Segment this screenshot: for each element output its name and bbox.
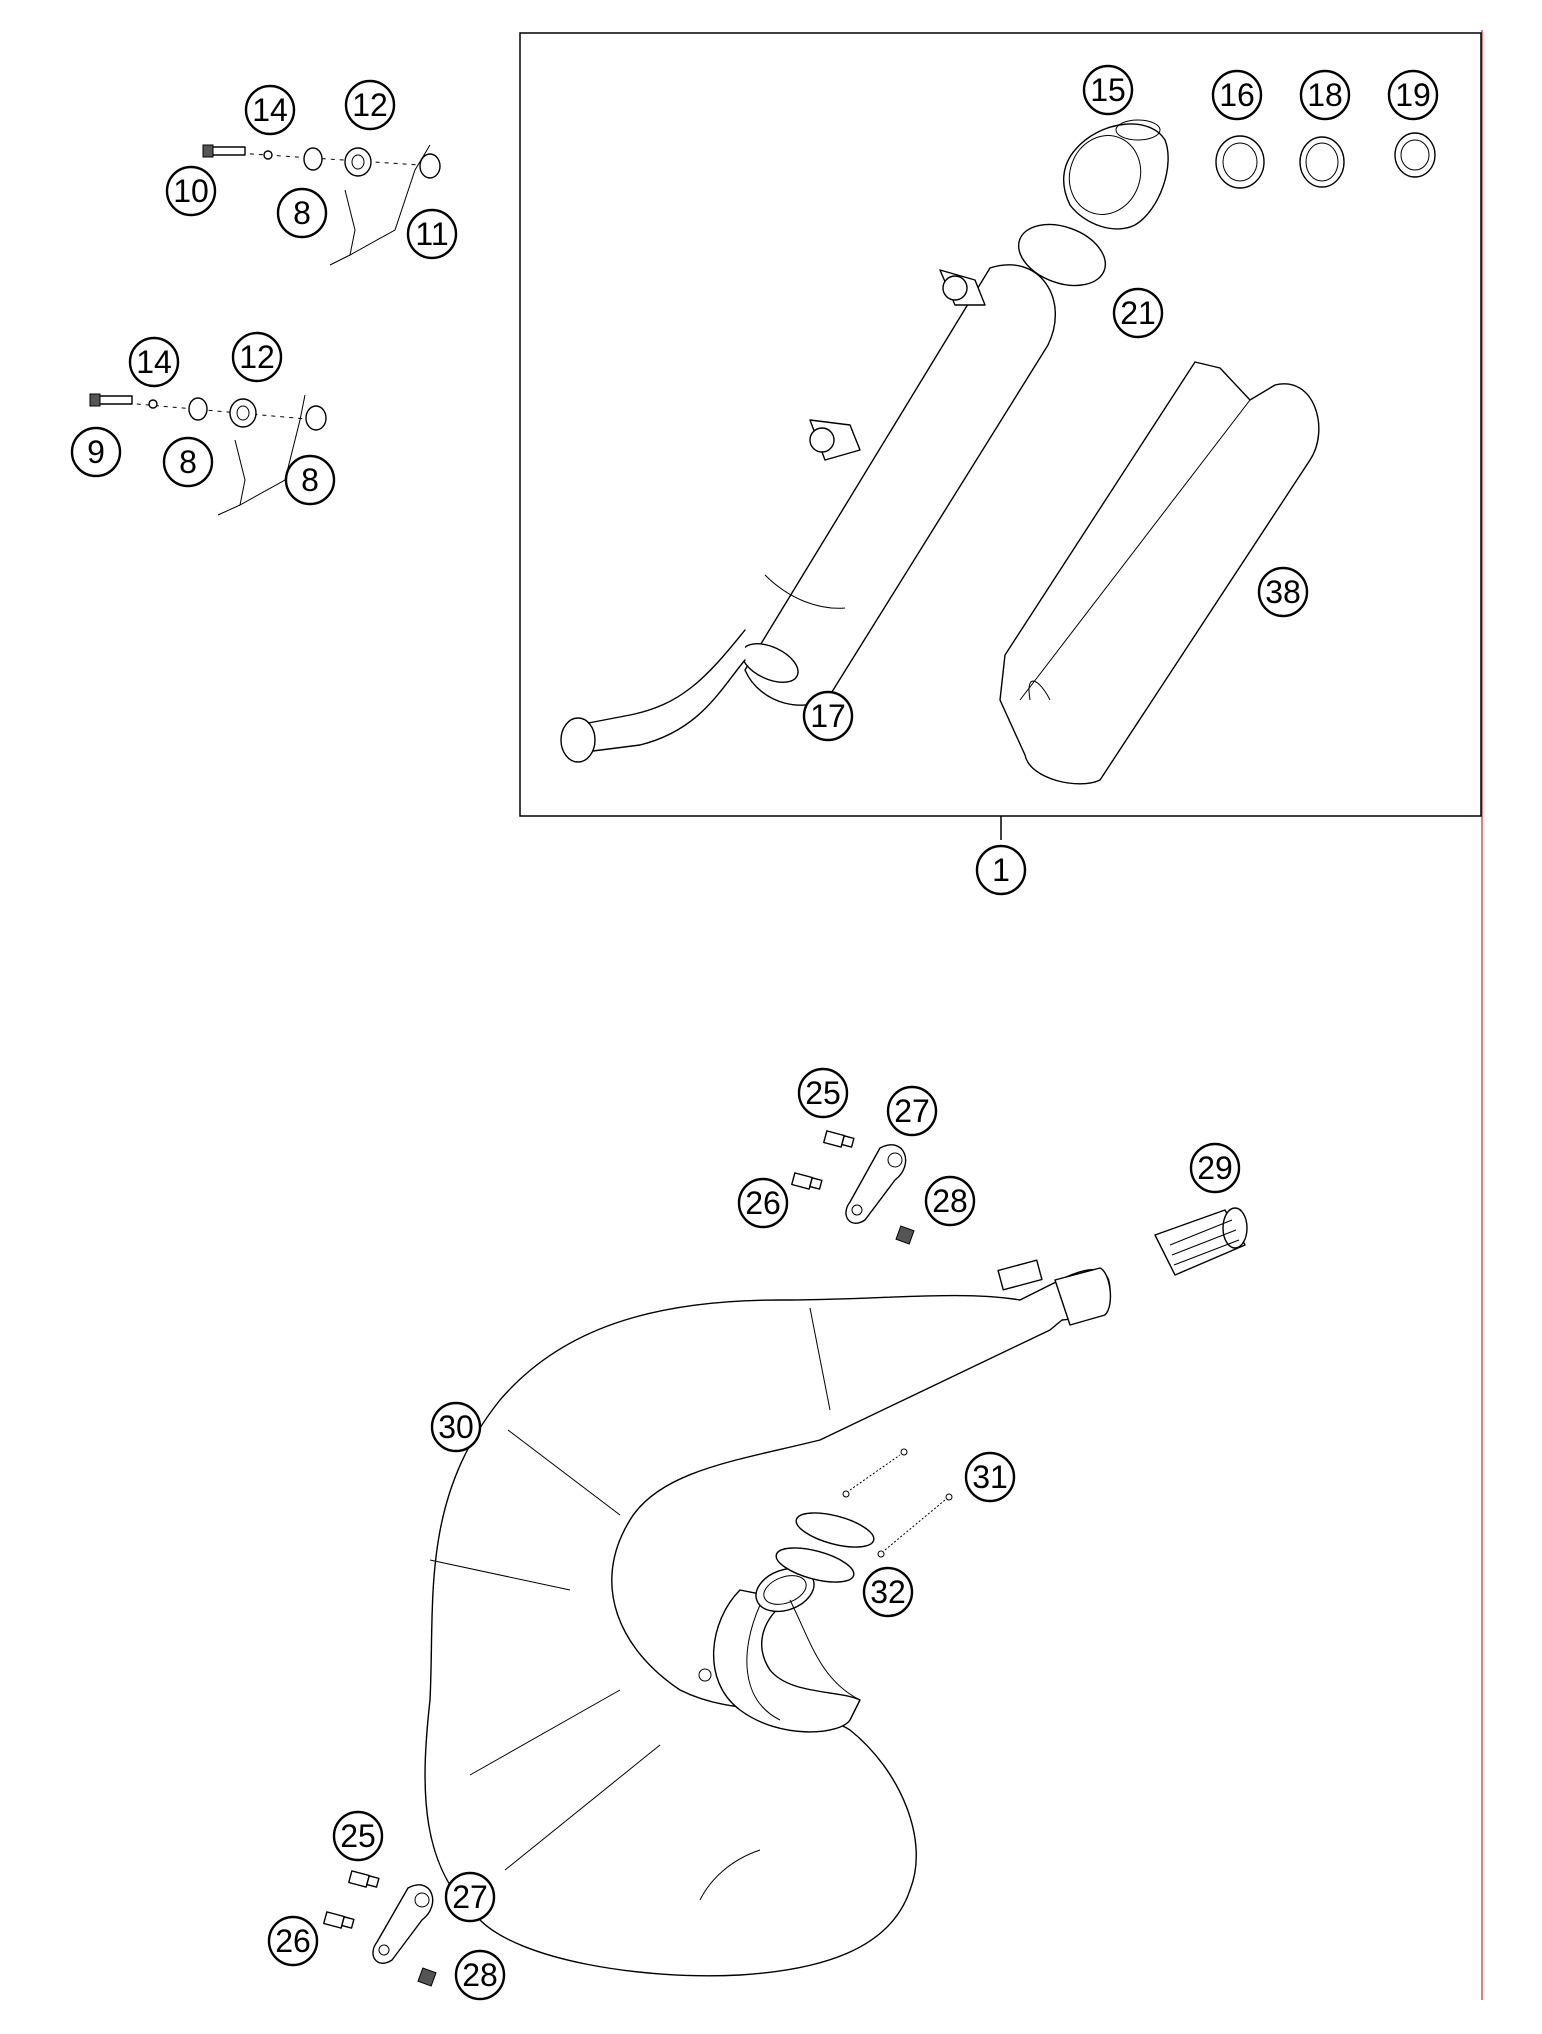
callout-part-27: 27	[444, 1871, 496, 1923]
svg-text:27: 27	[452, 1879, 488, 1915]
exhaust-pipe	[424, 1259, 1112, 1977]
callout-part-12: 12	[231, 331, 283, 383]
callout-part-25: 25	[332, 1810, 384, 1862]
callout-part-8: 8	[284, 454, 336, 506]
callout-part-26: 26	[267, 1915, 319, 1967]
svg-text:28: 28	[932, 1183, 968, 1219]
svg-text:25: 25	[340, 1818, 376, 1854]
callout-part-19: 19	[1387, 69, 1439, 121]
svg-text:30: 30	[438, 1409, 474, 1445]
callout-part-18: 18	[1299, 69, 1351, 121]
svg-text:9: 9	[87, 434, 105, 470]
svg-text:12: 12	[352, 87, 388, 123]
svg-text:8: 8	[179, 444, 197, 480]
svg-text:8: 8	[301, 462, 319, 498]
end-cap	[1063, 119, 1169, 230]
silencer-protection-sleeve	[999, 361, 1320, 785]
callout-part-8: 8	[276, 187, 328, 239]
callout-part-12: 12	[344, 79, 396, 131]
svg-text:27: 27	[894, 1093, 930, 1129]
mount-hardware-group-upper	[202, 144, 441, 266]
svg-text:10: 10	[173, 173, 209, 209]
svg-text:25: 25	[805, 1075, 841, 1111]
callout-part-30: 30	[430, 1401, 482, 1453]
callout-part-31: 31	[964, 1451, 1016, 1503]
exhaust-o-ring	[775, 1512, 875, 1583]
svg-text:29: 29	[1197, 1150, 1233, 1186]
svg-text:26: 26	[275, 1923, 311, 1959]
callout-part-10: 10	[165, 165, 217, 217]
svg-text:12: 12	[239, 339, 275, 375]
svg-text:1: 1	[992, 852, 1010, 888]
silencer-body	[560, 264, 1057, 763]
callout-part-21: 21	[1112, 287, 1164, 339]
callout-part-9: 9	[70, 426, 122, 478]
clamp-hardware-upper	[791, 1130, 915, 1245]
svg-text:14: 14	[136, 344, 172, 380]
callout-part-11: 11	[406, 208, 458, 260]
svg-text:8: 8	[293, 195, 311, 231]
callout-part-32: 32	[862, 1566, 914, 1618]
callout-part-16: 16	[1211, 69, 1263, 121]
spacer-ring	[1299, 136, 1345, 188]
callout-part-25: 25	[797, 1067, 849, 1119]
svg-text:16: 16	[1219, 77, 1255, 113]
svg-text:18: 18	[1307, 77, 1343, 113]
svg-text:31: 31	[972, 1459, 1008, 1495]
svg-text:19: 19	[1395, 77, 1431, 113]
callout-part-28: 28	[924, 1175, 976, 1227]
lock-ring	[1394, 132, 1436, 178]
callout-part-8: 8	[162, 436, 214, 488]
svg-text:11: 11	[415, 216, 448, 252]
mount-hardware-group-lower	[89, 393, 327, 516]
callout-part-28: 28	[454, 1949, 506, 2001]
svg-text:26: 26	[745, 1185, 781, 1221]
svg-text:28: 28	[462, 1957, 498, 1993]
callout-part-29: 29	[1189, 1142, 1241, 1194]
callout-part-26: 26	[737, 1177, 789, 1229]
exhaust-connecting-sleeve	[1154, 1207, 1248, 1276]
callout-part-27: 27	[886, 1085, 938, 1137]
callout-part-1: 1	[975, 844, 1027, 896]
callout-part-17: 17	[802, 690, 854, 742]
callout-part-15: 15	[1082, 64, 1134, 116]
svg-text:17: 17	[810, 698, 846, 734]
svg-text:38: 38	[1265, 574, 1301, 610]
callout-part-14: 14	[128, 336, 180, 388]
svg-text:15: 15	[1090, 72, 1126, 108]
callout-part-14: 14	[244, 84, 296, 136]
clamp-hardware-lower	[323, 1870, 437, 1987]
end-cap-gasket	[1017, 223, 1107, 287]
exhaust-spring	[842, 1448, 953, 1558]
sealing-ring	[1215, 135, 1265, 189]
callout-part-38: 38	[1257, 566, 1309, 618]
svg-text:21: 21	[1120, 295, 1156, 331]
svg-text:32: 32	[870, 1574, 906, 1610]
svg-text:14: 14	[252, 92, 288, 128]
